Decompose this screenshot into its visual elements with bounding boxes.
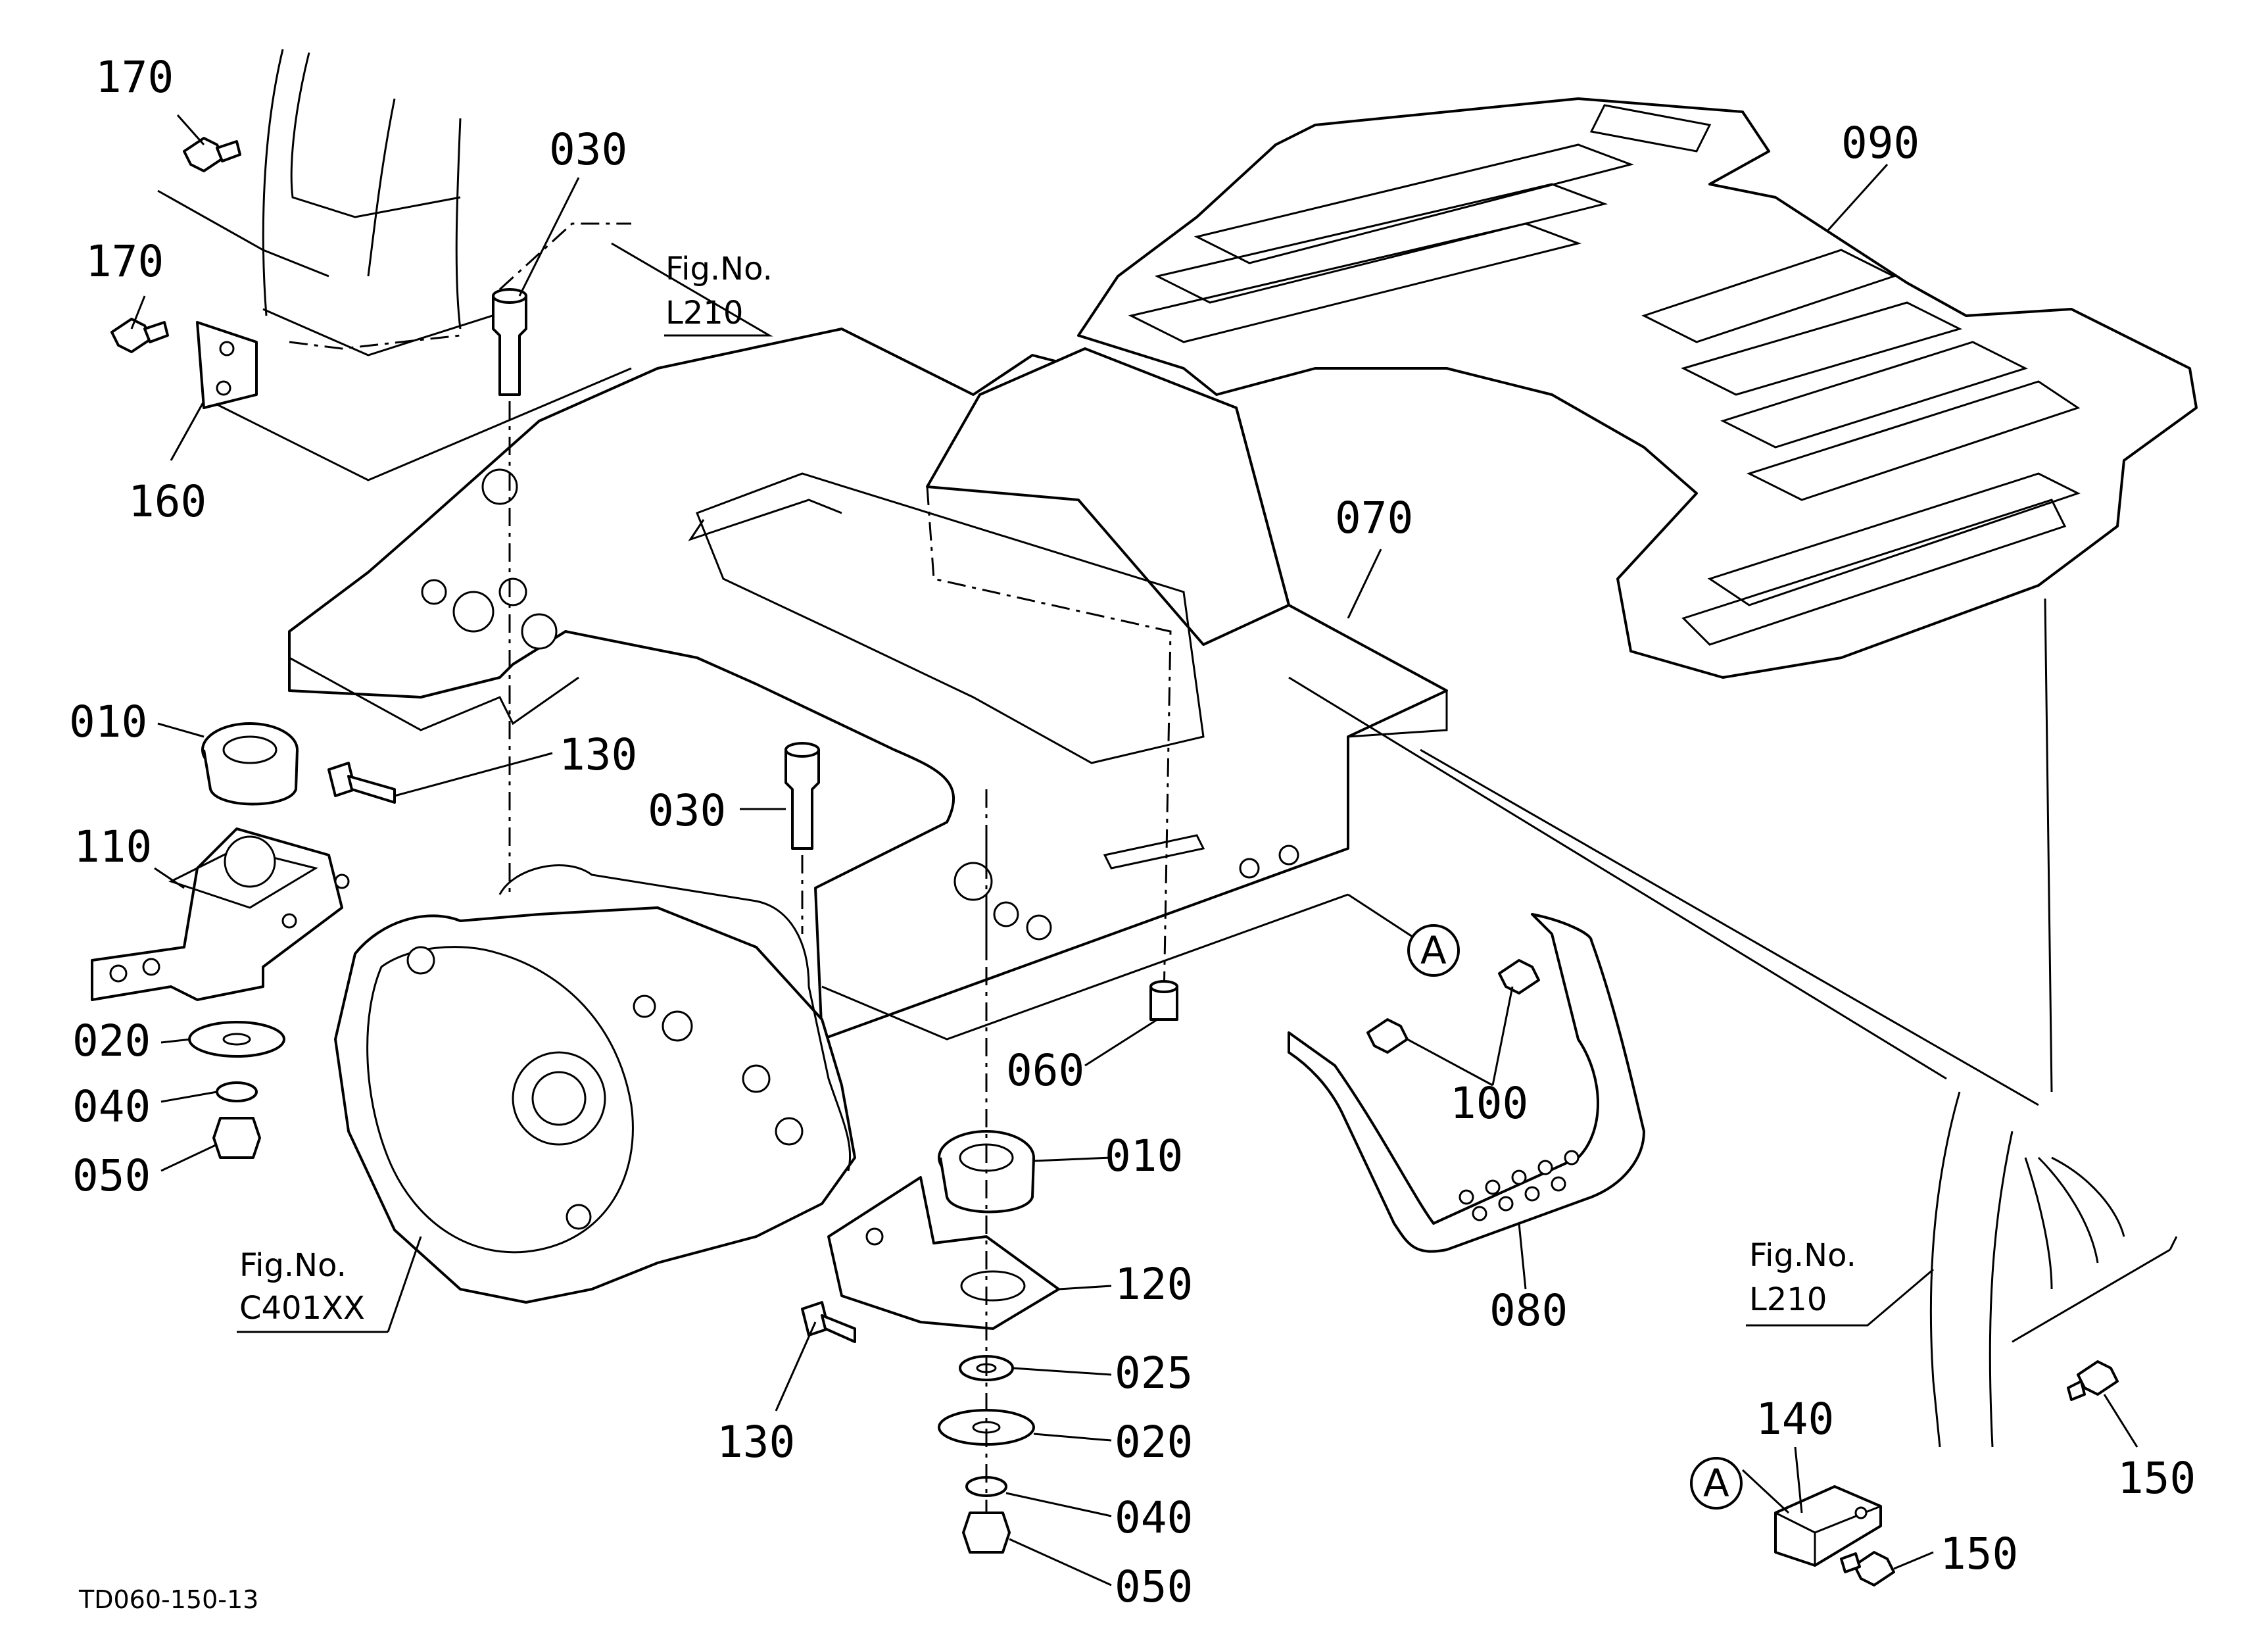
part-label-050-right: 050 xyxy=(1115,1561,1193,1612)
part-label-040-right: 040 xyxy=(1115,1492,1193,1543)
bolt-100-lower xyxy=(1366,1018,1409,1054)
part-label-025: 025 xyxy=(1115,1348,1193,1398)
bolt-170-upper xyxy=(183,137,241,172)
part-label-080: 080 xyxy=(1489,1285,1568,1336)
part-labels: 170 030 170 160 090 070 010 130 030 110 … xyxy=(69,52,2196,1612)
figref-1-line2: L210 xyxy=(665,295,743,332)
callout-a-center-label: A xyxy=(1420,928,1447,973)
figref-1-underline xyxy=(611,242,773,337)
cab-outline-left xyxy=(157,49,632,481)
part-label-030-lower: 030 xyxy=(648,785,726,836)
nut-050-left xyxy=(212,1117,261,1159)
part-label-160: 160 xyxy=(128,476,206,527)
bolt-030-lower xyxy=(784,742,820,850)
callout-a-bottom-label: A xyxy=(1703,1461,1729,1506)
part-label-050-left: 050 xyxy=(72,1150,151,1201)
cab-outline-right xyxy=(1288,598,2178,1448)
leader-lines xyxy=(130,114,2138,1586)
bracket-120 xyxy=(827,1176,1060,1330)
bolt-130-lower xyxy=(801,1301,856,1343)
figref-2-line1: Fig.No. xyxy=(239,1247,347,1284)
part-label-130-upper: 130 xyxy=(559,729,637,780)
step-tread-holes xyxy=(1459,1150,1580,1221)
part-label-110: 110 xyxy=(74,822,152,872)
floor-mat-090 xyxy=(1077,97,2198,679)
figref-1-line1: Fig.No. xyxy=(665,251,773,287)
part-label-040-left: 040 xyxy=(72,1081,151,1132)
part-label-150-lower: 150 xyxy=(1940,1529,2018,1579)
figref-3-line1: Fig.No. xyxy=(1749,1237,1856,1274)
part-label-120: 120 xyxy=(1115,1259,1193,1310)
figref-2-line2: C401XX xyxy=(239,1290,365,1327)
bolt-130-upper xyxy=(327,762,396,804)
bracket-140 xyxy=(1774,1485,1882,1567)
part-label-060: 060 xyxy=(1006,1045,1084,1096)
part-label-130-lower: 130 xyxy=(717,1417,795,1467)
lockwasher-040-left xyxy=(216,1081,258,1102)
part-label-090: 090 xyxy=(1841,118,1919,168)
part-label-170-lower: 170 xyxy=(85,236,164,287)
transmission-housing xyxy=(334,864,856,1304)
bolt-100-upper xyxy=(1498,959,1540,995)
figure-reference-3: Fig.No. L210 xyxy=(1749,1237,1856,1318)
part-label-140: 140 xyxy=(1756,1394,1834,1444)
bolt-170-lower xyxy=(110,318,169,353)
figure-reference-1: Fig.No. L210 xyxy=(665,251,773,332)
step-080 xyxy=(1288,913,1645,1253)
floor-plate-070 xyxy=(288,328,1448,1041)
part-label-150-upper: 150 xyxy=(2117,1453,2196,1504)
figref-3-underline xyxy=(1746,1268,1934,1327)
bolt-030-upper xyxy=(492,288,527,396)
document-code: TD060-150-13 xyxy=(78,1585,258,1614)
part-label-070: 070 xyxy=(1335,493,1413,543)
part-label-170-upper: 170 xyxy=(95,52,174,103)
callout-a-center: A xyxy=(1407,924,1460,977)
nut-050-right xyxy=(962,1512,1011,1554)
plug-060 xyxy=(1149,980,1178,1021)
part-label-020-right: 020 xyxy=(1115,1417,1193,1467)
bracket-160 xyxy=(196,321,258,409)
figref-3-line2: L210 xyxy=(1749,1281,1827,1318)
figure-reference-2: Fig.No. C401XX xyxy=(239,1247,365,1327)
part-label-020-left: 020 xyxy=(72,1016,151,1066)
part-label-010-upper: 010 xyxy=(69,697,147,747)
part-label-100: 100 xyxy=(1450,1078,1528,1129)
bolt-150-upper xyxy=(2067,1360,2119,1401)
bolt-150-lower xyxy=(1840,1551,1895,1586)
bracket-110 xyxy=(91,827,350,1001)
part-label-030-upper: 030 xyxy=(549,124,627,175)
callout-a-bottom: A xyxy=(1690,1457,1743,1510)
part-label-010-lower: 010 xyxy=(1105,1131,1183,1181)
washer-020-left xyxy=(188,1021,285,1058)
rubber-mount-010-upper xyxy=(201,722,299,806)
